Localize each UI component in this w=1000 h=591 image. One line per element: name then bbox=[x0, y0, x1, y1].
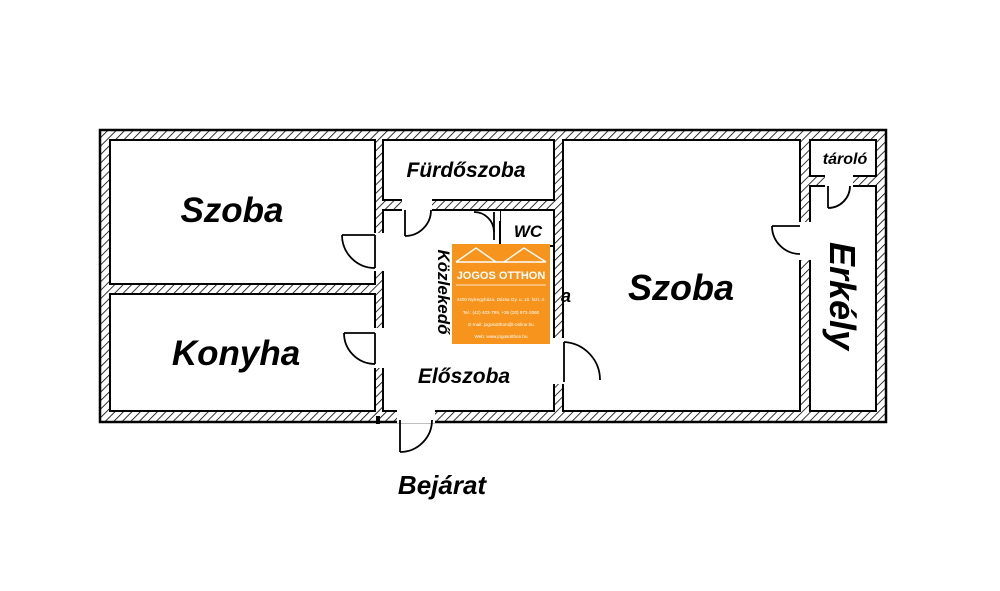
door-tarolo bbox=[825, 175, 853, 209]
label-szoba-left: Szoba bbox=[180, 191, 283, 230]
room-interiors bbox=[109, 139, 877, 412]
door-furdoszoba bbox=[402, 199, 432, 237]
label-partial: a bbox=[561, 286, 571, 306]
entrance-label: Bejárat bbox=[398, 470, 487, 500]
label-konyha: Konyha bbox=[172, 334, 300, 373]
watermark-web: Web: www.jogosotthon.hu bbox=[474, 334, 527, 339]
label-wc: WC bbox=[514, 222, 543, 241]
doors bbox=[341, 175, 853, 453]
label-erkely: Erkély bbox=[822, 242, 863, 352]
room-furdoszoba bbox=[382, 139, 555, 201]
house-icon bbox=[455, 247, 547, 263]
label-kozlekedo: Közlekedő bbox=[434, 249, 453, 335]
watermark: JOGOS OTTHON 4400 Nyíregyháza, Dózsa Gy.… bbox=[452, 244, 550, 344]
door-erkely bbox=[771, 222, 811, 260]
watermark-title: JOGOS OTTHON bbox=[457, 270, 546, 282]
room-labels: Szoba Konyha Fürdőszoba WC Közlekedő Elő… bbox=[172, 151, 868, 388]
door-konyha bbox=[343, 328, 384, 368]
room-konyha bbox=[109, 293, 376, 412]
watermark-phone: Tel.: (42) 403-799, +36 (20) 973-2060 bbox=[463, 310, 540, 315]
watermark-email: E-mail: jogosotthon@t-online.hu bbox=[468, 322, 534, 327]
entrance-stub bbox=[376, 416, 380, 424]
label-furdoszoba: Fürdőszoba bbox=[407, 159, 526, 182]
door-szoba-left bbox=[341, 233, 384, 271]
door-wc bbox=[470, 211, 500, 240]
room-tarolo bbox=[809, 139, 877, 177]
door-szoba-right bbox=[553, 338, 601, 384]
label-szoba-right: Szoba bbox=[628, 267, 734, 308]
door-entrance bbox=[397, 409, 435, 453]
room-erkely bbox=[809, 185, 877, 412]
watermark-background bbox=[452, 244, 550, 344]
watermark-address: 4400 Nyíregyháza, Dózsa Gy. u. 10. fszt.… bbox=[457, 297, 546, 302]
room-szoba-left bbox=[109, 139, 376, 285]
label-tarolo: tároló bbox=[823, 151, 868, 168]
room-wc bbox=[499, 209, 555, 247]
room-szoba-right bbox=[562, 139, 801, 412]
label-eloszoba: Előszoba bbox=[418, 365, 511, 388]
